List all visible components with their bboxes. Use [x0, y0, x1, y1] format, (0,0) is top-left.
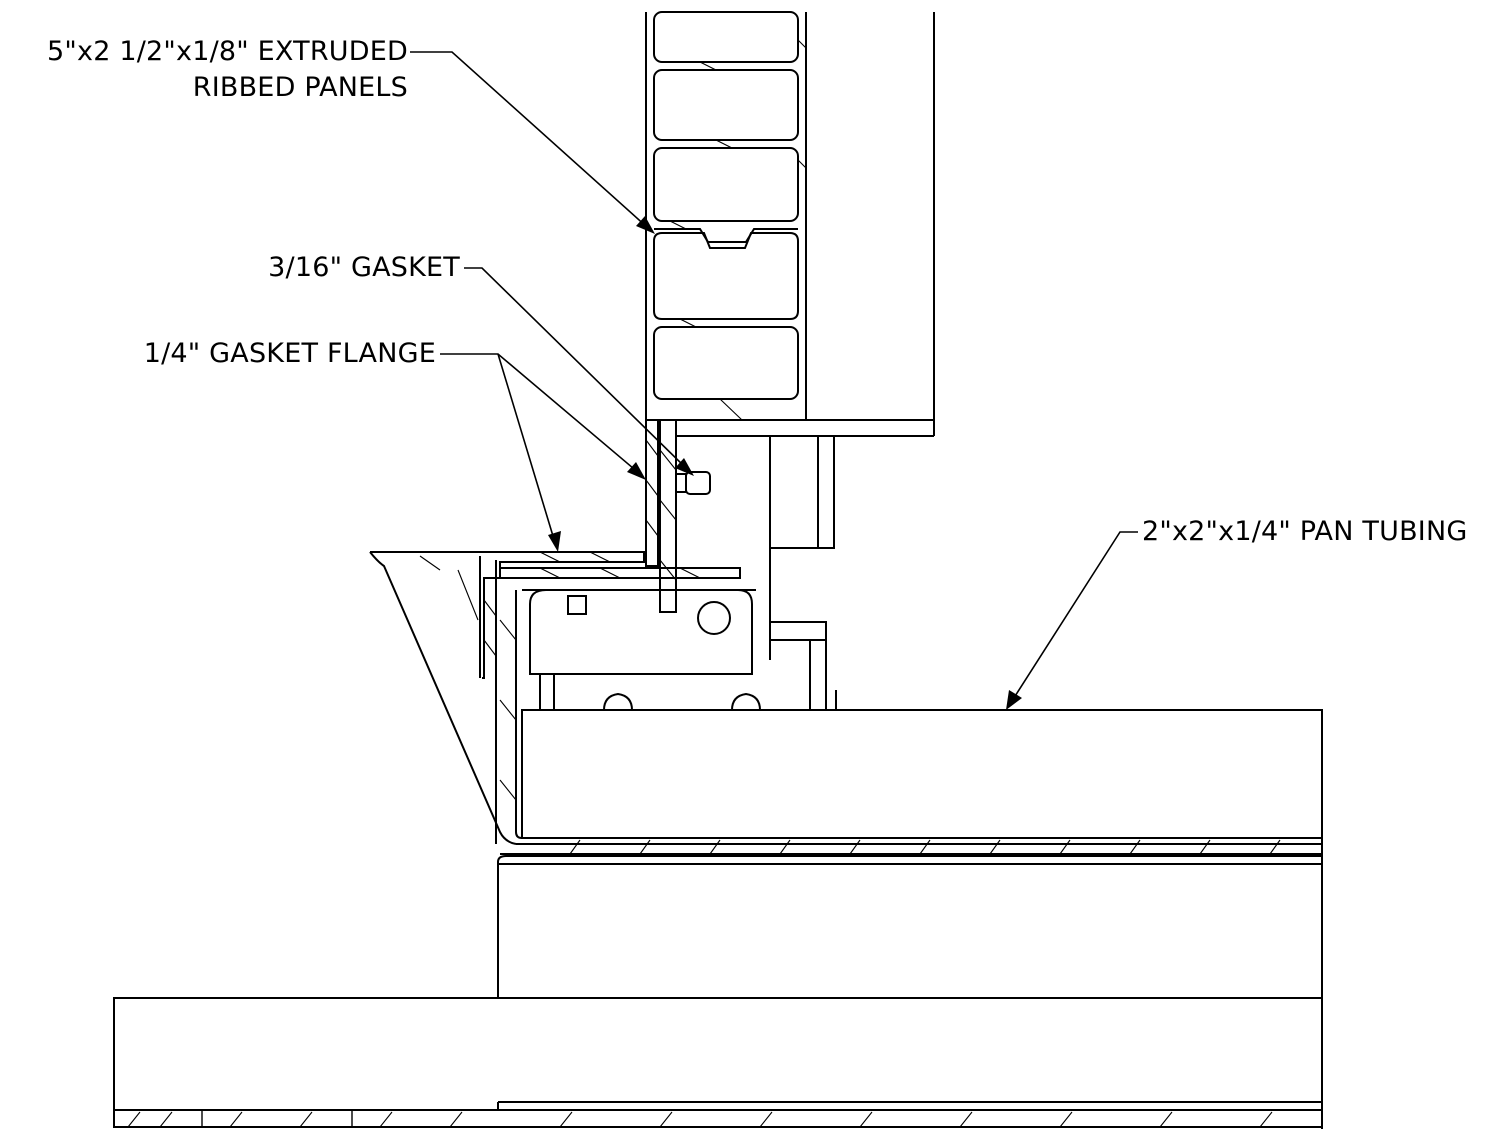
callout-ribbed-panels-line2: RIBBED PANELS — [192, 72, 408, 103]
pan-tubing — [500, 709, 1323, 855]
base-frame — [113, 710, 1323, 1129]
callout-gasket: 3/16" GASKET — [268, 252, 460, 283]
leader-pan-tubing — [1006, 531, 1138, 710]
gasket-flange-angle — [369, 551, 756, 845]
leader-panels — [410, 51, 655, 234]
callout-ribbed-panels-line1: 5"x2 1/2"x1/8" EXTRUDED — [47, 36, 408, 67]
leader-gasket-flange — [440, 353, 646, 552]
callout-gasket-flange: 1/4" GASKET FLANGE — [143, 338, 436, 369]
clip-plate — [529, 589, 837, 711]
leader-gasket — [464, 267, 694, 476]
ribbed-panel-wall — [645, 11, 935, 437]
panel-base-bracket — [645, 419, 835, 660]
callout-pan-tubing: 2"x2"x1/4" PAN TUBING — [1142, 516, 1468, 547]
